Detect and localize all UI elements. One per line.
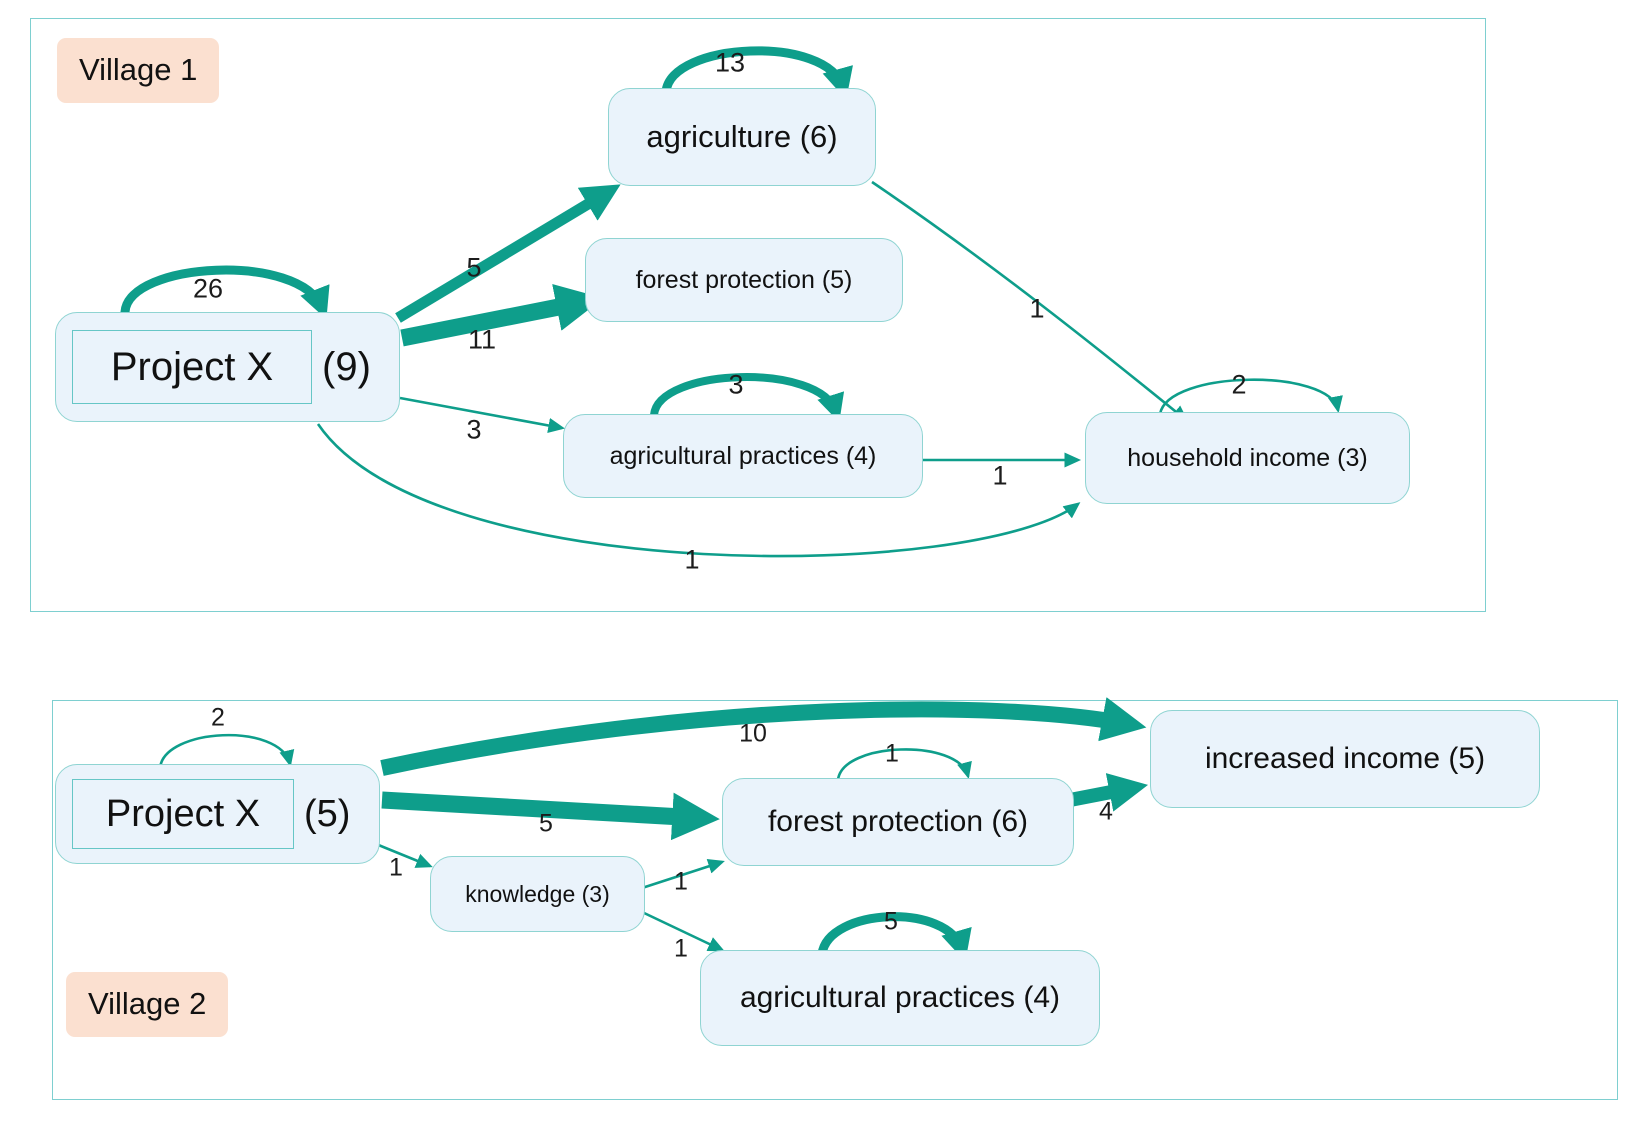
edge-v1-agriculture-income — [871, 180, 1189, 422]
node-v1-forest-label: forest protection (5) — [635, 265, 853, 294]
edge-v1-agriculture-self — [661, 46, 853, 100]
edge-label-v2-project-knowledge: 1 — [389, 853, 403, 882]
node-v2-practices[interactable]: agricultural practices (4) — [700, 950, 1100, 1046]
node-v1-income[interactable]: household income (3) — [1085, 412, 1410, 504]
edge-v2-forest-income — [1068, 773, 1149, 812]
node-v2-practices-label: agricultural practices (4) — [739, 981, 1061, 1014]
edge-label-v1-income-self: 2 — [1231, 369, 1247, 400]
node-v2-project-inner-box: Project X — [72, 779, 294, 849]
edge-v1-project-income — [316, 423, 1081, 558]
node-v2-income-label: increased income (5) — [1204, 742, 1486, 775]
edge-v2-knowledge-practices — [641, 910, 725, 952]
edge-v2-practices-self — [817, 912, 972, 962]
group-box-village1 — [30, 18, 1486, 612]
edge-label-v2-project-self: 2 — [211, 703, 225, 732]
node-v2-forest[interactable]: forest protection (6) — [722, 778, 1074, 866]
node-v1-project-inner-box: Project X — [72, 330, 312, 404]
node-v1-project-label: Project X — [110, 344, 274, 389]
edge-v2-knowledge-forest — [641, 859, 725, 890]
node-v1-agriculture[interactable]: agriculture (6) — [608, 88, 876, 186]
edge-label-v1-project-practices: 3 — [466, 414, 482, 445]
group-tag-village2: Village 2 — [66, 972, 229, 1037]
edge-label-v1-project-self: 26 — [192, 273, 224, 304]
node-v1-forest[interactable]: forest protection (5) — [585, 238, 903, 322]
edge-label-v1-project-forest: 11 — [467, 324, 497, 355]
edge-v1-practices-self — [650, 373, 845, 423]
group-tag-village1: Village 1 — [57, 38, 220, 103]
edge-label-v2-forest-income: 4 — [1099, 797, 1113, 826]
edge-label-v2-project-income: 10 — [739, 719, 767, 748]
edge-label-v1-agriculture-income: 1 — [1029, 293, 1045, 324]
edge-v1-project-practices — [399, 396, 565, 433]
edge-label-v1-practices-income: 1 — [992, 460, 1008, 491]
node-v2-knowledge-label: knowledge (3) — [465, 880, 610, 907]
node-v2-income[interactable]: increased income (5) — [1150, 710, 1540, 808]
edge-v1-project-self — [120, 265, 330, 320]
edge-v2-project-forest — [381, 791, 720, 841]
node-v2-project-count: (5) — [304, 792, 351, 835]
node-v2-forest-label: forest protection (6) — [767, 805, 1029, 838]
node-v1-income-label: household income (3) — [1127, 443, 1368, 472]
node-v2-knowledge[interactable]: knowledge (3) — [430, 856, 645, 932]
node-v1-practices-label: agricultural practices (4) — [609, 441, 877, 470]
edge-v1-project-agriculture — [395, 184, 621, 323]
node-v2-project-label: Project X — [105, 792, 261, 835]
group-box-village2 — [52, 700, 1618, 1100]
edge-v1-project-forest — [400, 284, 604, 347]
edge-v2-project-knowledge — [375, 842, 433, 868]
edge-v1-income-self — [1158, 378, 1343, 416]
edge-label-v2-practices-self: 5 — [884, 907, 898, 936]
edge-label-v2-forest-self: 1 — [885, 739, 899, 768]
node-v2-project[interactable]: Project X (5) — [55, 764, 380, 864]
edge-v2-project-income — [380, 697, 1147, 776]
edge-v2-forest-self — [836, 748, 972, 782]
edge-v2-project-self — [158, 733, 295, 770]
edge-label-v1-project-agriculture: 5 — [466, 252, 482, 283]
edge-label-v1-agriculture-self: 13 — [714, 47, 746, 78]
node-v1-practices[interactable]: agricultural practices (4) — [563, 414, 923, 498]
edge-label-v2-knowledge-forest: 1 — [674, 867, 688, 896]
node-v1-project[interactable]: Project X (9) — [55, 312, 400, 422]
node-v1-agriculture-label: agriculture (6) — [646, 119, 838, 154]
node-v1-project-count: (9) — [322, 344, 371, 389]
edge-label-v2-knowledge-practices: 1 — [674, 934, 688, 963]
edge-label-v2-project-forest: 5 — [539, 809, 553, 838]
edge-label-v1-practices-self: 3 — [728, 369, 744, 400]
edge-label-v1-project-income: 1 — [684, 544, 700, 575]
